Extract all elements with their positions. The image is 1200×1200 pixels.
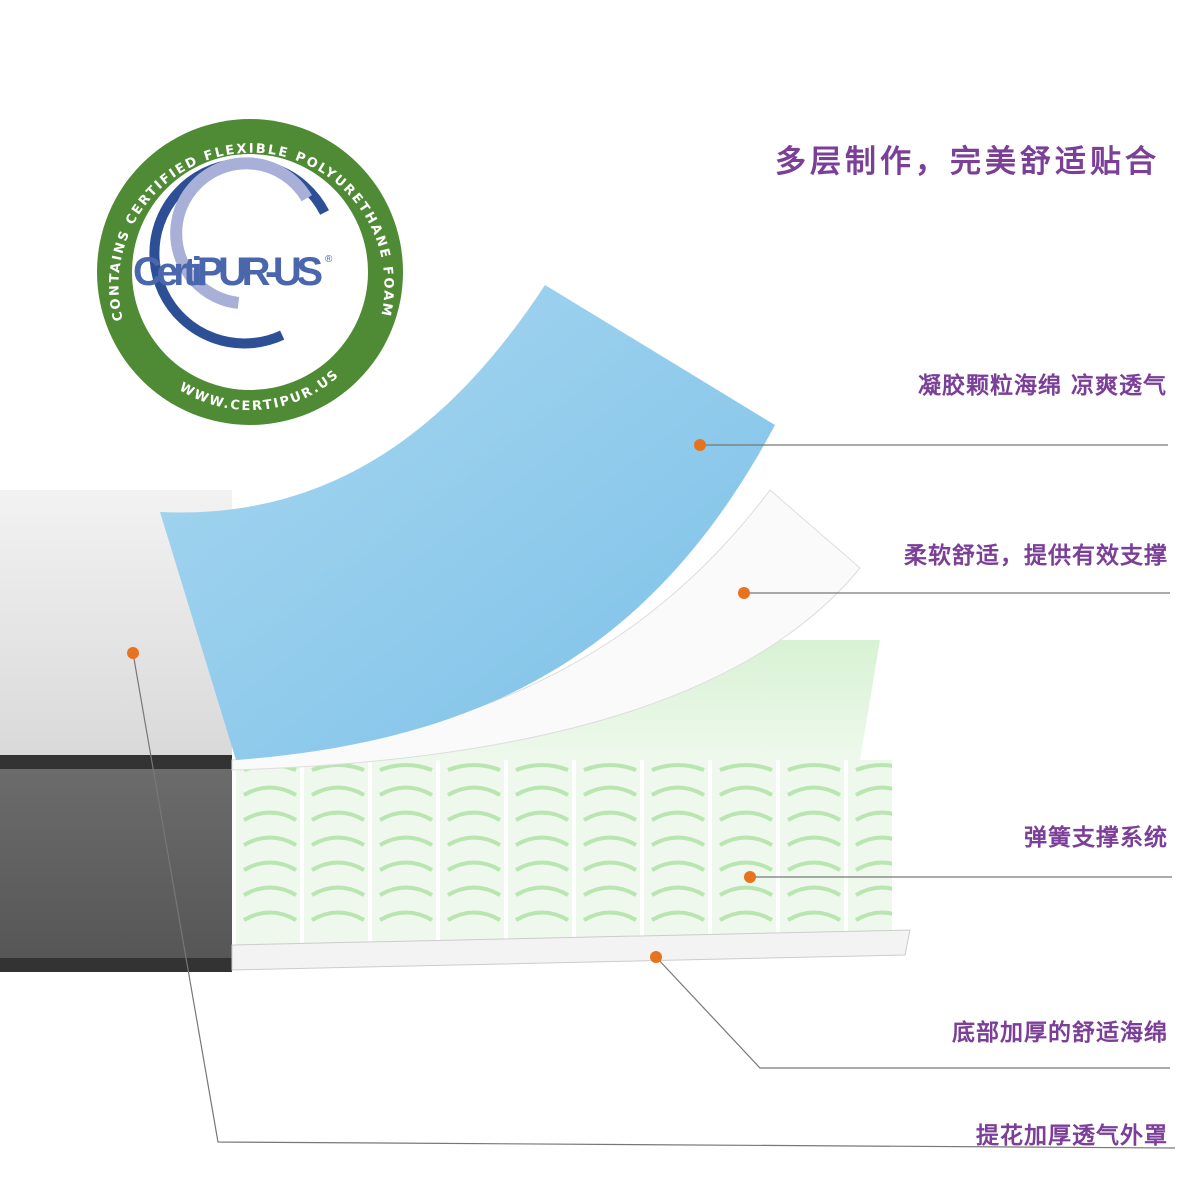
label-gel-foam: 凝胶颗粒海绵 凉爽透气: [917, 372, 1167, 399]
label-springs: 弹簧支撑系统: [1024, 824, 1168, 851]
headline: 多层制作，完美舒适贴合: [775, 144, 1160, 180]
label-bottom-foam: 底部加厚的舒适海绵: [952, 1019, 1168, 1046]
certipur-logo: CONTAINS CERTIFIED FLEXIBLE POLYURETHANE…: [97, 119, 403, 425]
mattress-side-fabric: [0, 755, 232, 970]
label-soft-layer: 柔软舒适，提供有效支撑: [904, 542, 1168, 569]
label-cover: 提花加厚透气外罩: [976, 1122, 1168, 1149]
bottom-foam: [231, 929, 911, 971]
dot-gel-foam: [694, 439, 706, 451]
svg-text:CertiPUR-US: CertiPUR-US: [133, 250, 323, 294]
spring-coils: [232, 760, 892, 950]
dot-bottom-foam: [650, 951, 662, 963]
dot-soft-layer: [738, 587, 750, 599]
gel-foam-layer: [160, 285, 775, 760]
dot-springs: [744, 871, 756, 883]
dot-cover: [127, 647, 139, 659]
svg-text:®: ®: [325, 254, 333, 265]
